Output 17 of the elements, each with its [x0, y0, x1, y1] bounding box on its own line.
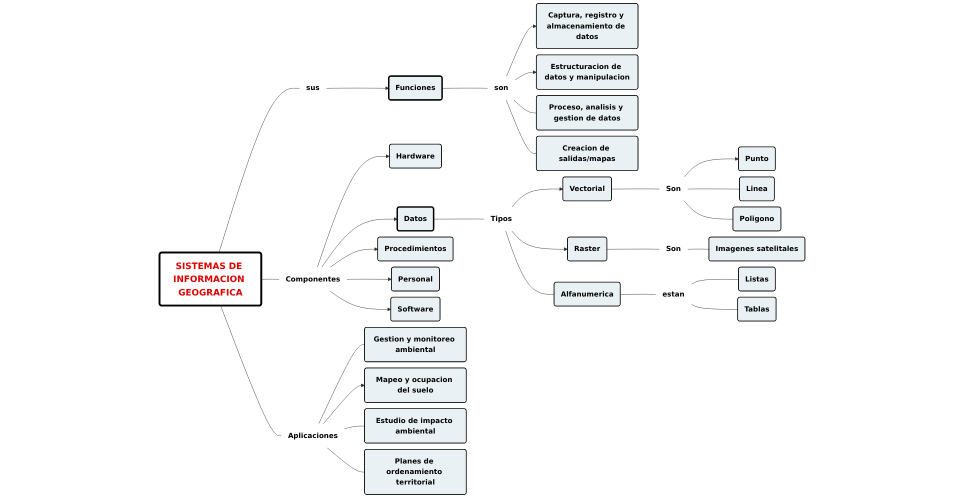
- connector: [690, 304, 738, 310]
- connector: [344, 426, 365, 429]
- connector: [687, 188, 740, 190]
- connector: [218, 88, 300, 253]
- connector: [261, 278, 280, 280]
- connector: [611, 188, 660, 190]
- connector: [220, 306, 282, 436]
- connector: [505, 230, 554, 295]
- connector: [326, 448, 365, 472]
- connector: [513, 100, 536, 114]
- connector: [506, 100, 536, 154]
- connector: [620, 294, 656, 295]
- connector: [606, 248, 660, 250]
- connector: [687, 248, 710, 250]
- connector: [684, 200, 734, 220]
- connector: [690, 279, 739, 285]
- connector: [433, 218, 484, 220]
